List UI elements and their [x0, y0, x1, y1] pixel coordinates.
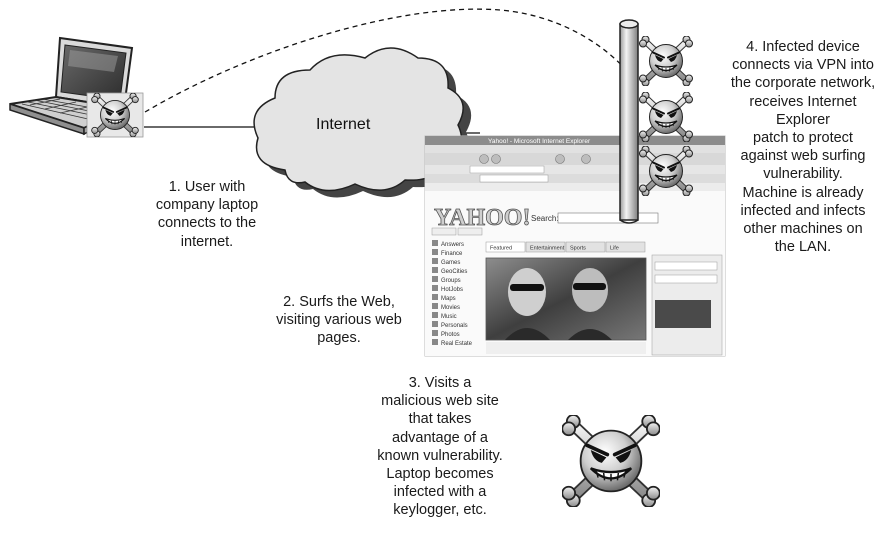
sidebar-item-icon: [432, 267, 438, 273]
sidebar-item-label[interactable]: GeoCities: [441, 269, 467, 275]
sidebar-item-label[interactable]: Music: [441, 314, 457, 320]
browser-search-label: Search:: [531, 214, 559, 223]
sidebar-item-label[interactable]: Finance: [441, 251, 463, 257]
skull-crossbones-icon: [640, 92, 693, 142]
sidebar-item-icon: [432, 258, 438, 264]
browser-tab[interactable]: [485, 241, 526, 253]
sidebar-item-icon: [432, 249, 438, 255]
yahoo-logo: YAHOO!: [434, 205, 530, 231]
step-2-caption: 2. Surfs the Web, visiting various web p…: [276, 294, 402, 347]
sidebar-item-icon: [432, 276, 438, 282]
sidebar-item-icon: [432, 330, 438, 336]
browser-tab-label: Entertainment: [530, 246, 565, 252]
sidebar-item-icon: [432, 339, 438, 345]
sidebar-item-label[interactable]: HotJobs: [441, 287, 463, 293]
sidebar-item-label[interactable]: Photos: [441, 332, 460, 338]
sidebar-item-icon: [432, 321, 438, 327]
browser-tab-label: Sports: [570, 246, 586, 252]
browser-tab[interactable]: [605, 241, 646, 253]
sidebar-item-label[interactable]: Maps: [441, 296, 456, 302]
step-4-caption: 4. Infected device connects via VPN into…: [730, 39, 876, 256]
skull-crossbones-icon: [640, 36, 693, 86]
sidebar-item-icon: [432, 240, 438, 246]
skull-crossbones-icon: [562, 415, 660, 507]
browser-tab[interactable]: [565, 241, 606, 253]
browser-tab[interactable]: [525, 241, 566, 253]
sidebar-item-label[interactable]: Games: [441, 260, 460, 266]
browser-tab-label: Life: [610, 246, 619, 252]
step-1-caption: 1. User with company laptop connects to …: [155, 179, 259, 250]
browser-title: Yahoo! - Microsoft Internet Explorer: [488, 138, 591, 145]
cloud-label: Internet: [316, 116, 371, 133]
sidebar-item-icon: [432, 285, 438, 291]
browser-tabs: Featured Entertainment Sports Life: [485, 241, 646, 253]
sidebar-item-icon: [432, 294, 438, 300]
sidebar-item-label[interactable]: Real Estate: [441, 341, 473, 347]
sidebar-item-icon: [432, 303, 438, 309]
browser-sidebar: AnswersFinanceGamesGeoCitiesGroupsHotJob…: [432, 240, 473, 347]
browser-tab-label: Featured: [490, 246, 512, 252]
server-pole-icon: [619, 19, 639, 224]
sidebar-item-label[interactable]: Groups: [441, 278, 461, 284]
step-3-caption: 3. Visits a malicious web site that take…: [377, 375, 503, 519]
vpn-dashed-path: [144, 8, 631, 113]
browser-window-icon: Yahoo! - Microsoft Internet Explorer YAH…: [424, 135, 726, 357]
sidebar-item-label[interactable]: Movies: [441, 305, 460, 311]
cloud-icon: [253, 47, 472, 198]
sidebar-item-label[interactable]: Personals: [441, 323, 468, 329]
sidebar-item-icon: [432, 312, 438, 318]
laptop-skull-badge: [86, 92, 144, 138]
sidebar-item-label[interactable]: Answers: [441, 242, 464, 248]
